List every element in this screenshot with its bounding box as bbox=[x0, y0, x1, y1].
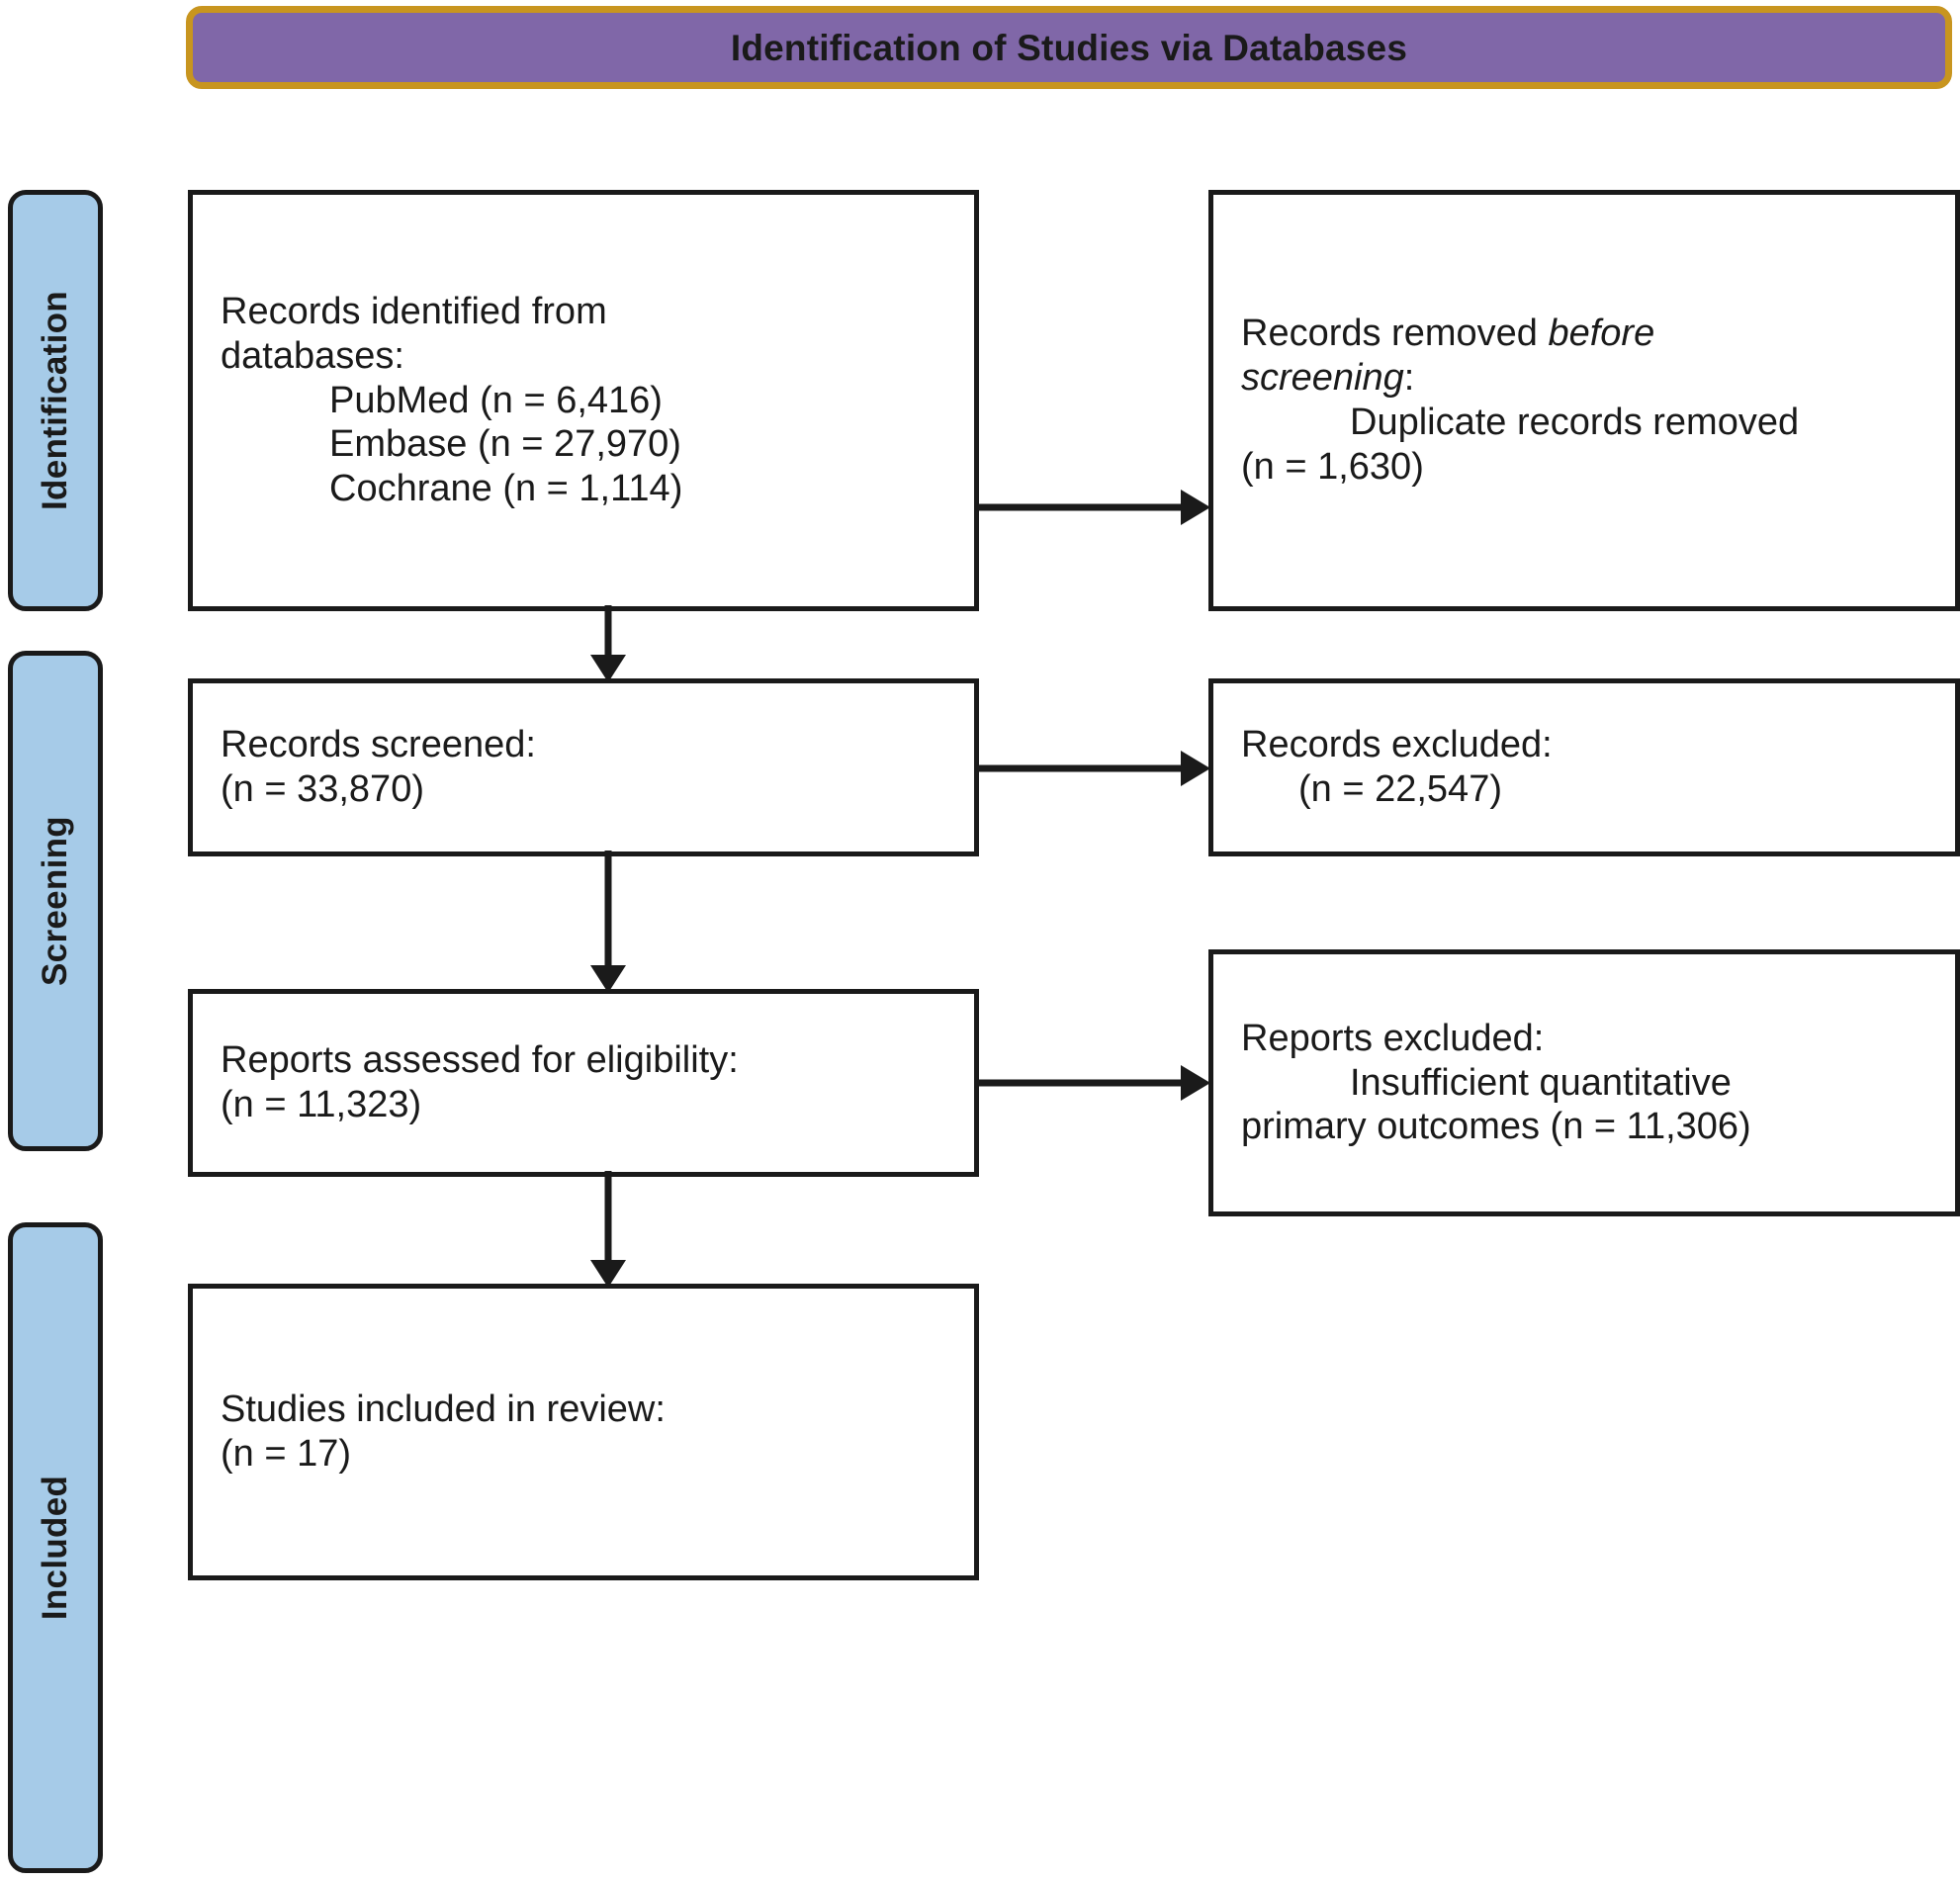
stage-label-screening-text: Screening bbox=[36, 816, 74, 986]
records-removed-line-1-emph: before bbox=[1548, 313, 1655, 355]
records-removed-line-2-emph: screening bbox=[1241, 357, 1404, 400]
records-identified-pubmed: PubMed (n = 6,416) bbox=[329, 379, 663, 421]
arrow-screened-to-excluded bbox=[977, 744, 1212, 793]
records-removed-count: (n = 1,630) bbox=[1241, 445, 1424, 488]
arrow-identified-to-removed bbox=[977, 483, 1212, 532]
records-screened-count: (n = 33,870) bbox=[221, 768, 424, 810]
diagram-header-banner: Identification of Studies via Databases bbox=[186, 6, 1952, 89]
box-records-excluded: Records excluded: (n = 22,547) bbox=[1208, 678, 1960, 856]
arrow-eligibility-to-reports-excluded bbox=[977, 1058, 1212, 1108]
reports-eligibility-label: Reports assessed for eligibility: bbox=[221, 1039, 739, 1082]
box-reports-excluded: Reports excluded: Insufficient quantitat… bbox=[1208, 949, 1960, 1216]
records-removed-line-1-plain: Records removed bbox=[1241, 313, 1549, 355]
arrow-identified-to-screened bbox=[583, 605, 633, 684]
stage-label-included: Included bbox=[8, 1222, 103, 1873]
studies-included-label: Studies included in review: bbox=[221, 1388, 666, 1431]
records-identified-cochrane: Cochrane (n = 1,114) bbox=[329, 468, 683, 510]
reports-excluded-count: primary outcomes (n = 11,306) bbox=[1241, 1106, 1751, 1148]
arrow-eligibility-to-included bbox=[583, 1171, 633, 1290]
box-records-removed-before-screening: Records removed before screening: Duplic… bbox=[1208, 190, 1960, 611]
reports-excluded-label: Reports excluded: bbox=[1241, 1017, 1545, 1059]
box-studies-included: Studies included in review: (n = 17) bbox=[188, 1284, 979, 1580]
records-identified-line-1: Records identified from bbox=[221, 290, 607, 332]
records-removed-line-2-colon: : bbox=[1403, 357, 1415, 400]
box-reports-assessed-eligibility: Reports assessed for eligibility: (n = 1… bbox=[188, 989, 979, 1177]
records-identified-line-2: databases: bbox=[221, 334, 404, 377]
records-identified-embase: Embase (n = 27,970) bbox=[329, 423, 681, 466]
records-removed-line-1: Records removed before bbox=[1241, 312, 1927, 356]
reports-eligibility-count: (n = 11,323) bbox=[221, 1084, 422, 1125]
records-screened-label: Records screened: bbox=[221, 724, 536, 766]
arrow-screened-to-eligibility bbox=[583, 851, 633, 995]
stage-label-identification-text: Identification bbox=[36, 291, 75, 510]
stage-label-included-text: Included bbox=[36, 1475, 75, 1621]
stage-label-identification: Identification bbox=[8, 190, 103, 611]
page-title: Identification of Studies via Databases bbox=[730, 27, 1408, 68]
stage-label-screening: Screening bbox=[8, 651, 103, 1151]
records-excluded-label: Records excluded: bbox=[1241, 724, 1553, 766]
box-records-screened: Records screened: (n = 33,870) bbox=[188, 678, 979, 856]
records-excluded-count: (n = 22,547) bbox=[1298, 768, 1502, 810]
box-records-identified: Records identified from databases: PubMe… bbox=[188, 190, 979, 611]
studies-included-count: (n = 17) bbox=[221, 1433, 352, 1475]
records-removed-line-2: screening: bbox=[1241, 356, 1927, 401]
reports-excluded-reason: Insufficient quantitative bbox=[1350, 1061, 1732, 1104]
records-removed-duplicates: Duplicate records removed bbox=[1350, 402, 1800, 443]
